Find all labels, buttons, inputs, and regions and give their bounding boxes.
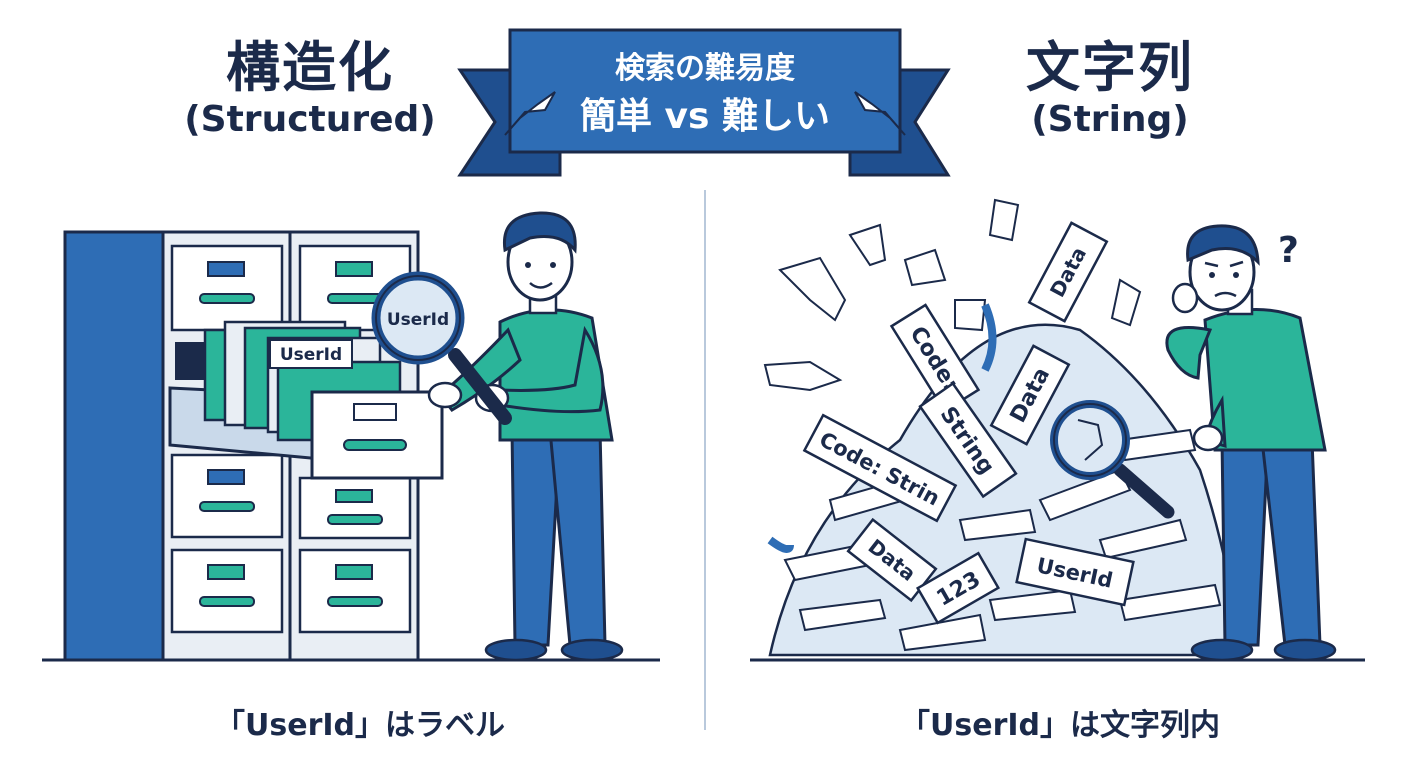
string-title: 文字列: [1026, 36, 1194, 99]
question-mark: ?: [1278, 230, 1299, 271]
ribbon-line1: 検索の難易度: [615, 51, 795, 86]
structured-subtitle: (Structured): [184, 99, 436, 141]
folder-tab: [269, 339, 353, 369]
structured-title-block: 構造化 (Structured): [130, 38, 490, 142]
magnifier-icon: UserId: [371, 271, 512, 425]
string-subtitle: (String): [1031, 99, 1189, 141]
ribbon-line2: 簡単 vs 難しい: [580, 96, 830, 137]
folder-tab-label: UserId: [280, 345, 342, 365]
ribbon-banner: 検索の難易度 簡単 vs 難しい: [457, 28, 951, 177]
string-caption: 「UserId」は文字列内: [900, 708, 1220, 743]
paper-userid: UserId: [1015, 537, 1135, 607]
magnifier-in-pile-icon: [1050, 400, 1175, 519]
string-title-block: 文字列 (String): [960, 38, 1260, 142]
structured-title: 構造化: [226, 36, 394, 99]
magnifier-label: UserId: [387, 310, 449, 330]
happy-person: [427, 211, 624, 662]
arrow-left-icon: [504, 91, 556, 136]
paper-123: 123: [915, 551, 1001, 625]
paper-data-1: Data: [1027, 221, 1109, 323]
confused-person: ?: [1165, 224, 1337, 662]
arrow-right-icon: [854, 91, 906, 136]
structured-caption: 「UserId」はラベル: [215, 708, 505, 743]
filing-cabinet: UserId: [63, 230, 444, 662]
